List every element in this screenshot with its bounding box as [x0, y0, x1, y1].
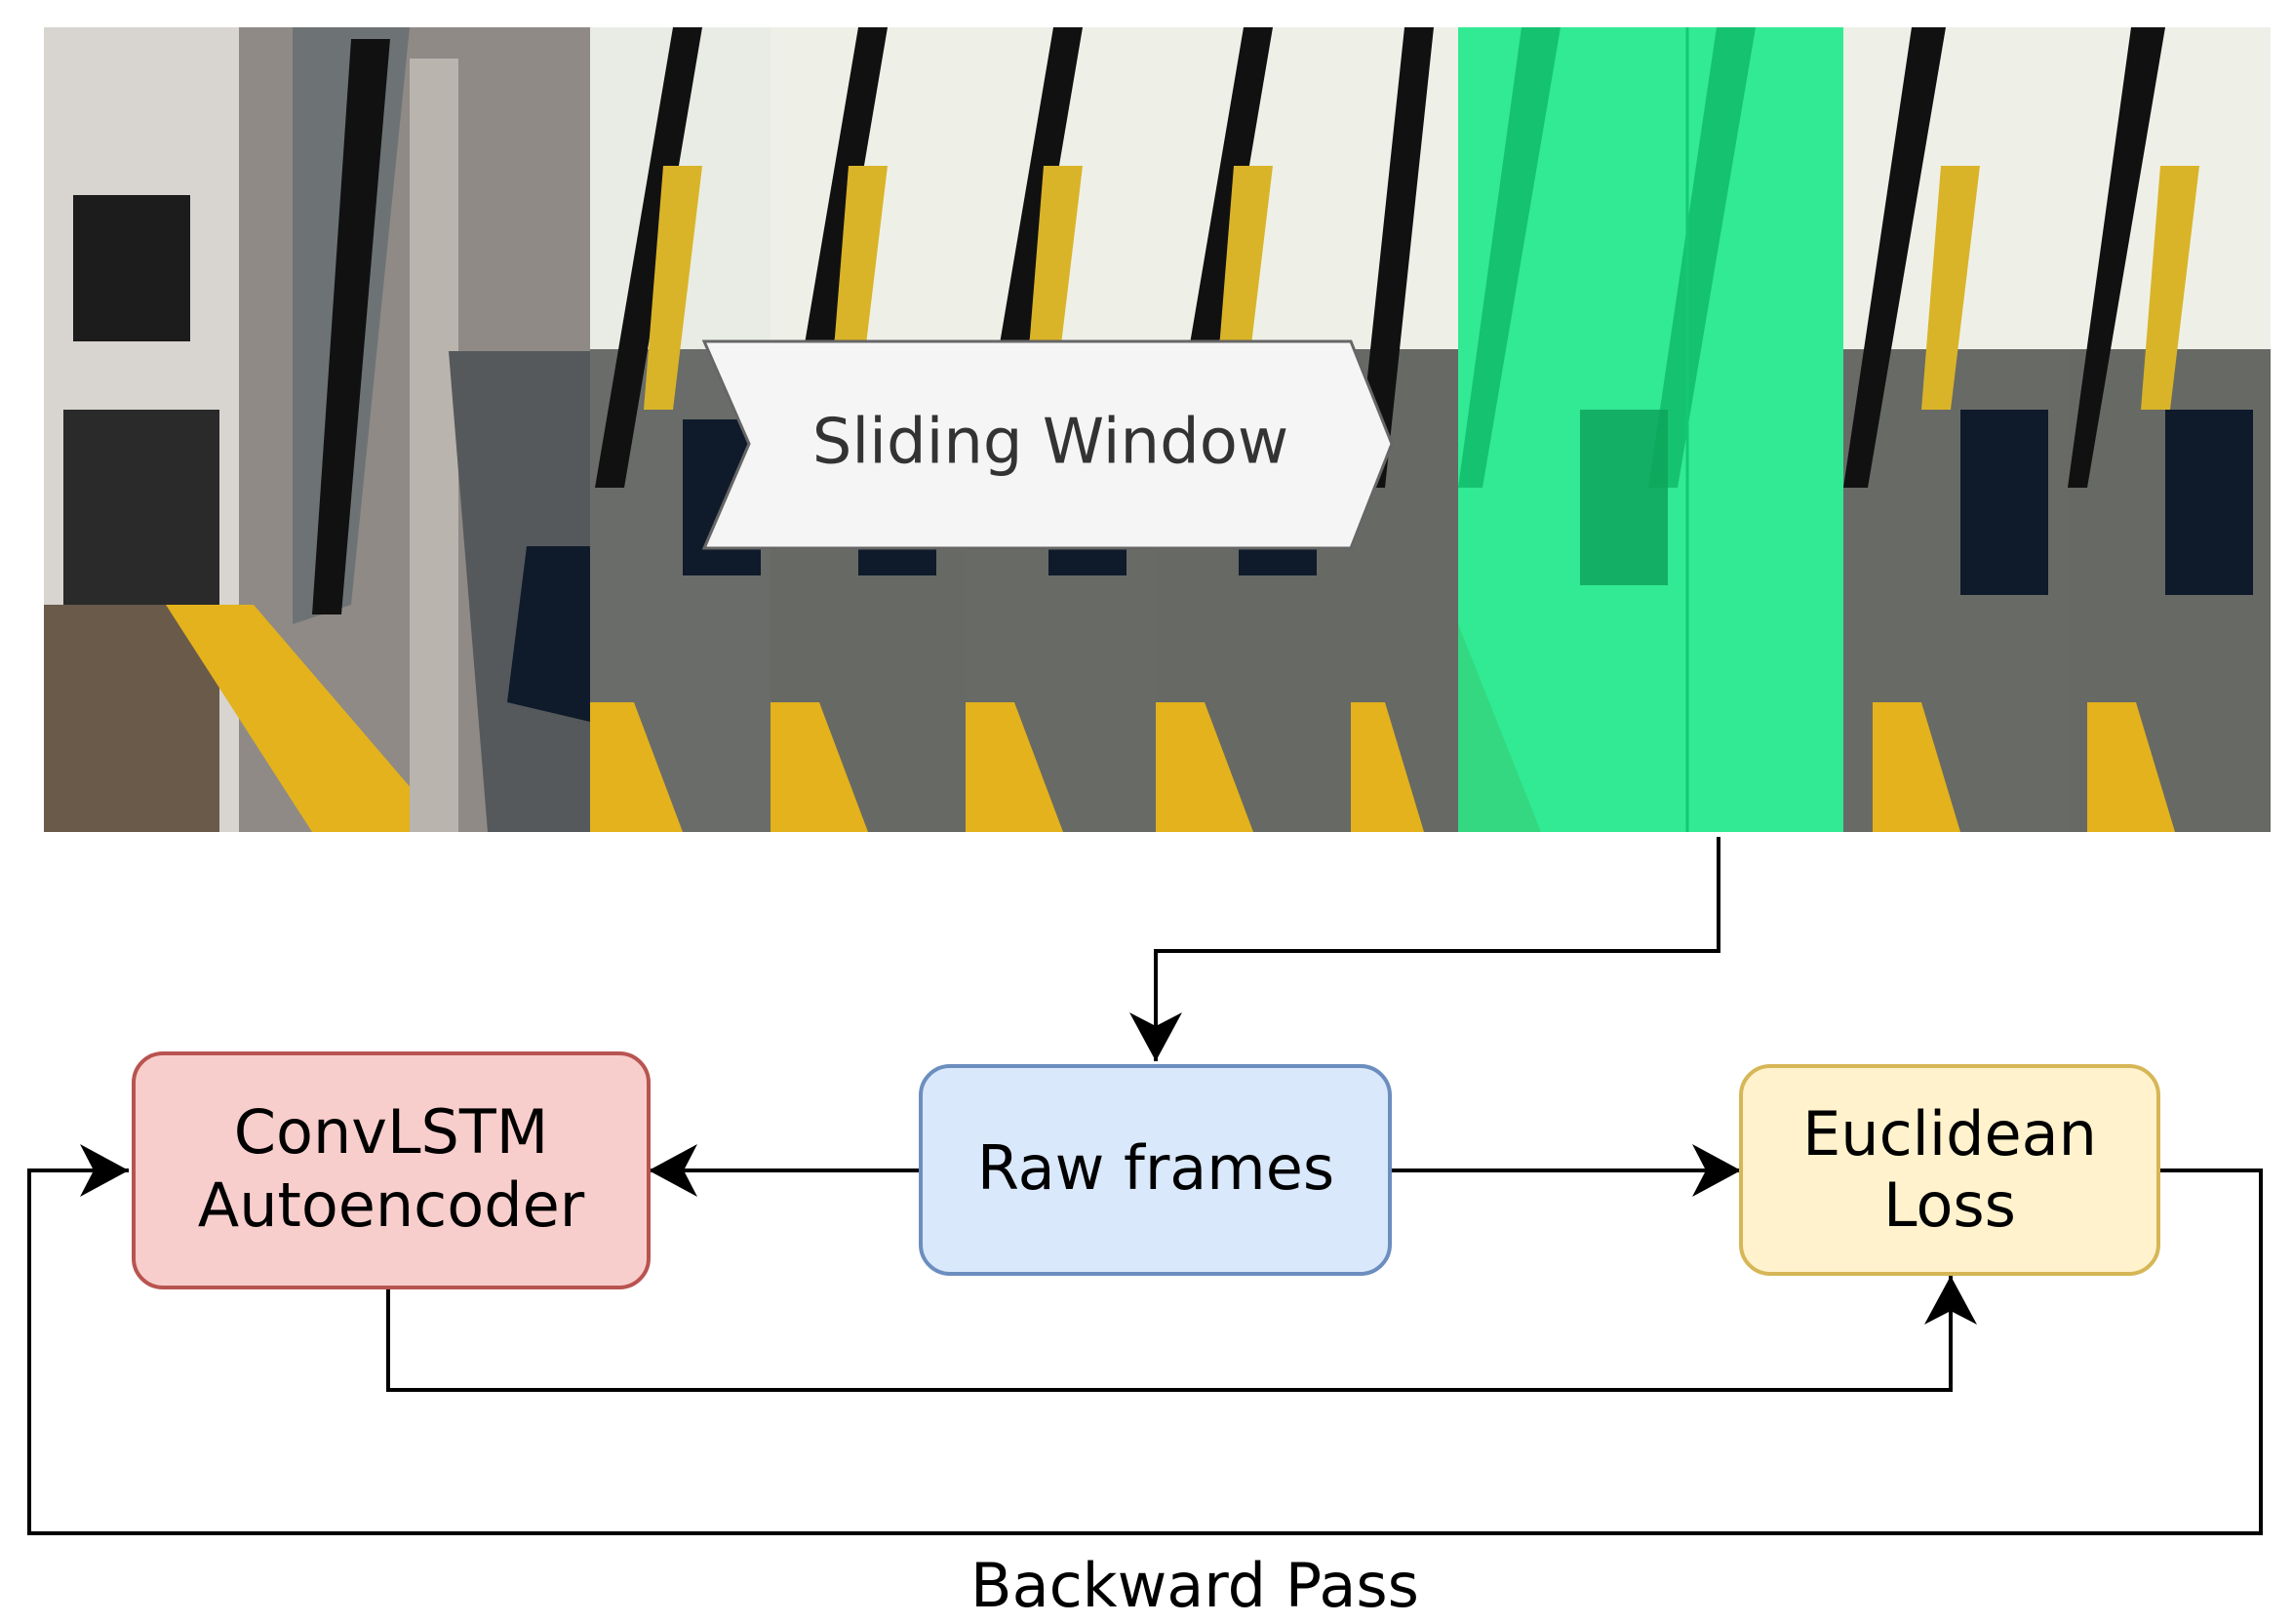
raw-frames-node: Raw frames [919, 1064, 1392, 1276]
video-frame [590, 27, 771, 832]
loss-node: Euclidean Loss [1739, 1064, 2160, 1276]
video-frame [1843, 27, 2068, 832]
window-to-raw-frames-arrow [1129, 837, 1720, 1061]
autoencoder-label-line2: Autoencoder [198, 1169, 585, 1241]
raw-frames-label: Raw frames [977, 1132, 1334, 1204]
connectors [27, 837, 2263, 1535]
loss-label-line2: Loss [1883, 1169, 2016, 1241]
sliding-window-label: Sliding Window [812, 407, 1288, 479]
sliding-window-arrow [701, 339, 1394, 550]
video-frame [2068, 27, 2271, 832]
video-frame [44, 27, 590, 832]
autoencoder-label-line1: ConvLSTM [234, 1096, 548, 1168]
autoencoder-to-loss-arrow [386, 1276, 1977, 1392]
highlighted-window [1458, 27, 1843, 832]
autoencoder-node: ConvLSTM Autoencoder [132, 1051, 651, 1289]
loss-label-line1: Euclidean [1802, 1098, 2097, 1169]
backward-pass-arrow [27, 1144, 2263, 1535]
backward-pass-label: Backward Pass [970, 1550, 1419, 1621]
